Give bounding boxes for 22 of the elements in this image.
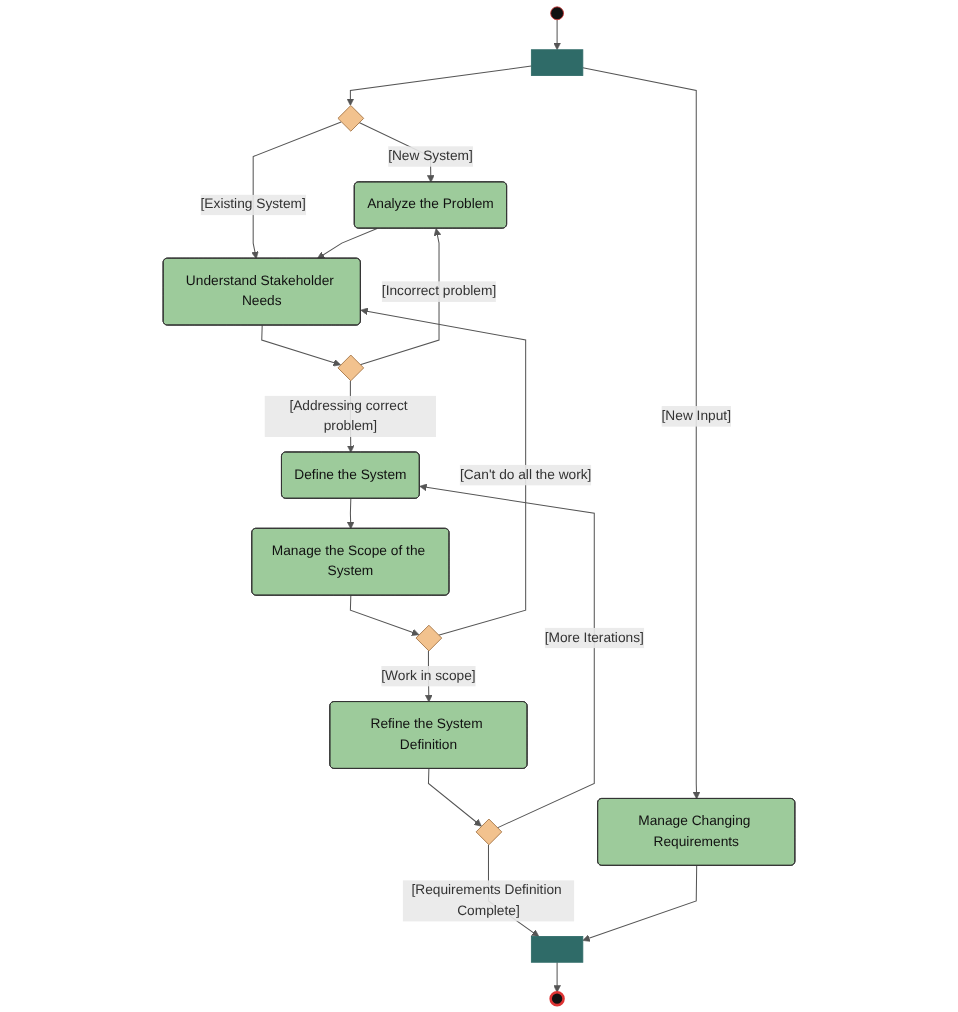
arrow	[582, 865, 698, 942]
arrow	[553, 19, 561, 51]
arrow	[346, 498, 355, 530]
arrow	[360, 307, 527, 636]
arrow	[317, 228, 378, 259]
node-bar	[530, 936, 584, 963]
arrow	[349, 595, 420, 636]
arrow	[359, 228, 442, 366]
node-diamond	[337, 105, 365, 132]
node-circle	[549, 991, 565, 1007]
arrow	[582, 67, 701, 800]
node-bar	[530, 49, 584, 76]
node-diamond	[415, 624, 443, 652]
arrow	[427, 768, 482, 827]
arrow	[553, 961, 561, 993]
node-diamond	[475, 818, 503, 846]
arrow	[251, 121, 342, 259]
arrow	[346, 65, 532, 106]
node-diamond	[337, 354, 365, 382]
arrow	[419, 483, 595, 829]
arrow	[261, 324, 341, 367]
node-circle	[550, 6, 564, 21]
